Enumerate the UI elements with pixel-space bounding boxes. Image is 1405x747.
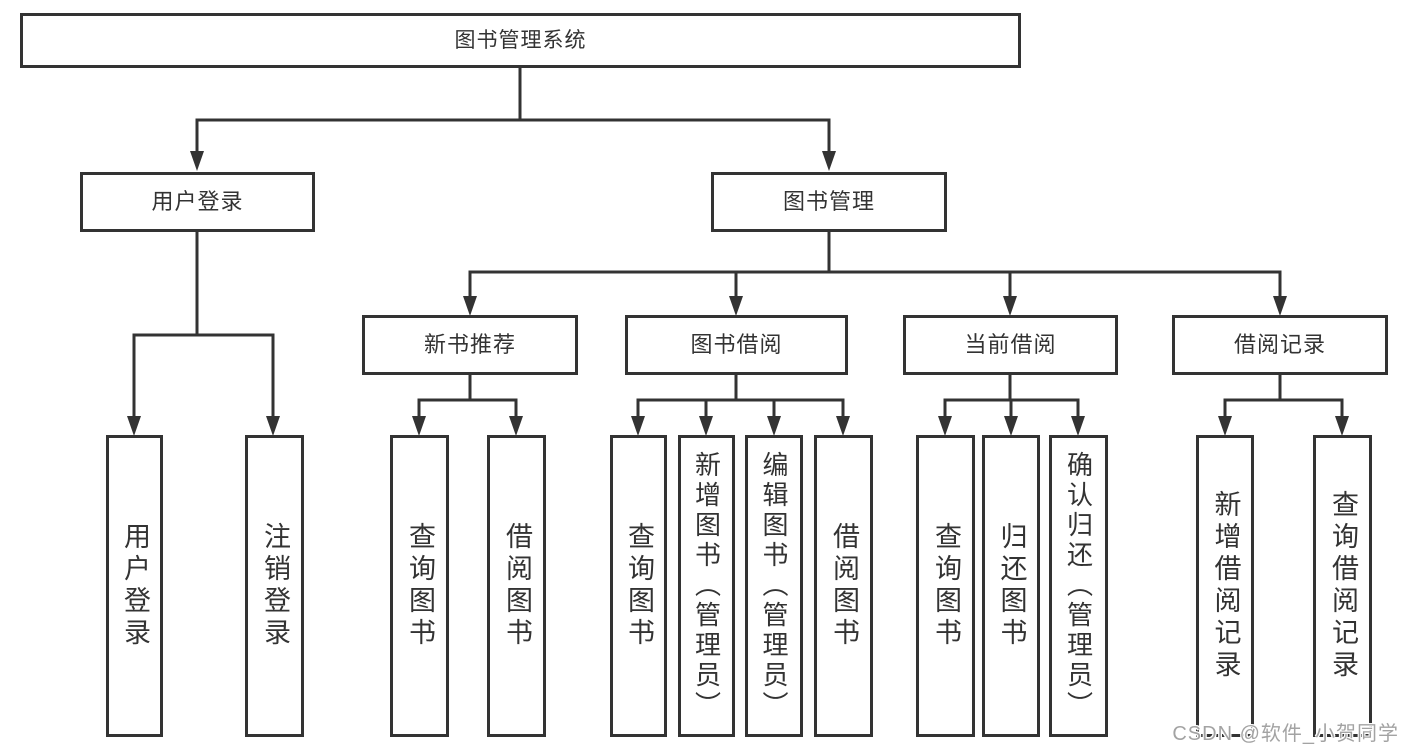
leaf-user-login: 用户登录 [106,435,163,737]
leaf-query-book-borrowing: 查询图书 [610,435,667,737]
leaf-add-book-admin: 新增图书（管理员） [678,435,735,737]
leaf-borrow-book-recommend: 借阅图书 [487,435,546,737]
leaf-confirm-return-admin: 确认归还（管理员） [1049,435,1108,737]
leaf-query-borrow-record: 查询借阅记录 [1313,435,1372,737]
node-book-management: 图书管理 [711,172,947,232]
node-borrowing-records: 借阅记录 [1172,315,1388,375]
node-root-system: 图书管理系统 [20,13,1021,68]
leaf-edit-book-admin: 编辑图书（管理员） [745,435,803,737]
leaf-logout: 注销登录 [245,435,304,737]
node-new-book-recommendation: 新书推荐 [362,315,578,375]
node-user-login: 用户登录 [80,172,315,232]
node-book-borrowing: 图书借阅 [625,315,848,375]
csdn-watermark: CSDN @软件_小贺同学 [1172,723,1399,745]
leaf-query-book-current: 查询图书 [916,435,975,737]
leaf-add-borrow-record: 新增借阅记录 [1196,435,1254,737]
leaf-return-book: 归还图书 [982,435,1040,737]
node-current-borrowing: 当前借阅 [903,315,1118,375]
leaf-borrow-book: 借阅图书 [814,435,873,737]
leaf-query-book-recommend: 查询图书 [390,435,449,737]
